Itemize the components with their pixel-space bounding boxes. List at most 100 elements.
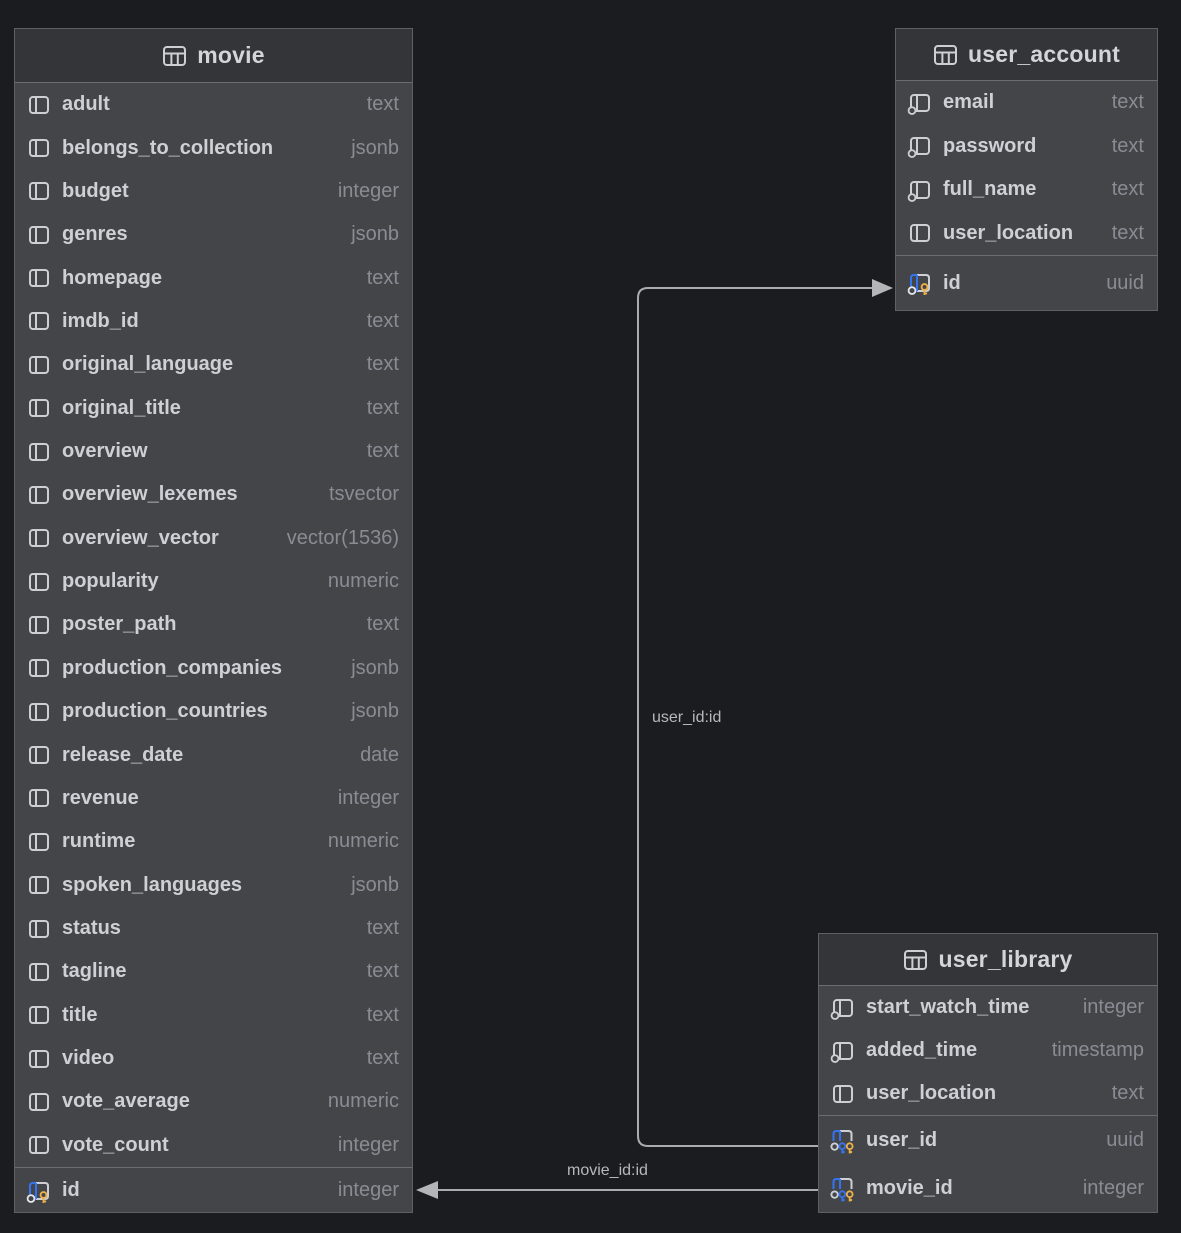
primary-key-icon (907, 270, 933, 296)
column-type: uuid (1106, 1128, 1144, 1151)
primary-key-icon (26, 1178, 52, 1204)
column-icon (26, 742, 52, 768)
column-type: numeric (327, 570, 399, 593)
column-name: title (62, 1003, 98, 1026)
column-icon (26, 135, 52, 161)
column-icon (26, 222, 52, 248)
column-type: text (1111, 91, 1144, 114)
column-type: text (366, 353, 399, 376)
column-row-belongs_to_collection[interactable]: belongs_to_collection jsonb (15, 126, 412, 169)
relation-label: user_id:id (652, 709, 722, 726)
column-name: spoken_languages (62, 873, 243, 896)
table-header[interactable]: user_library (819, 934, 1157, 986)
column-icon (26, 395, 52, 421)
column-type: text (1111, 178, 1144, 201)
column-icon (26, 265, 52, 291)
column-icon (26, 525, 52, 551)
column-type: integer (1082, 996, 1144, 1018)
table-icon (903, 948, 928, 972)
column-name: belongs_to_collection (62, 136, 274, 159)
column-type: numeric (327, 1090, 399, 1113)
column-name: user_location (943, 221, 1074, 244)
column-name: imdb_id (62, 309, 139, 332)
column-icon (26, 829, 52, 855)
column-name: genres (62, 223, 128, 246)
column-indexed-icon (830, 995, 856, 1021)
relation-edge-movie-id-to-movie[interactable] (416, 1181, 818, 1199)
column-icon (26, 655, 52, 681)
column-type: jsonb (351, 136, 399, 159)
column-icon (26, 439, 52, 465)
table-header[interactable]: user_account (896, 29, 1157, 81)
column-name: popularity (62, 570, 159, 593)
table-header[interactable]: movie (15, 29, 412, 83)
table-icon (933, 43, 958, 67)
column-icon (830, 1081, 856, 1107)
column-type: tsvector (328, 483, 399, 506)
column-icon (26, 872, 52, 898)
column-indexed-icon (907, 90, 933, 116)
table-title: user_library (938, 946, 1073, 972)
column-type: integer (337, 1179, 399, 1201)
column-name: adult (62, 93, 110, 116)
column-icon (26, 1132, 52, 1158)
column-name: password (943, 134, 1037, 157)
column-name: movie_id (866, 1176, 953, 1199)
column-row-original_language[interactable]: original_language text (15, 343, 412, 386)
column-row-email[interactable]: email text (896, 81, 1157, 125)
table-node-movie[interactable]: movie adult text belongs_to_collection json… (14, 28, 413, 1213)
column-type: text (366, 93, 399, 116)
column-name: runtime (62, 830, 136, 853)
column-icon (26, 569, 52, 595)
table-columns: adult text belongs_to_collection jsonb budge… (15, 83, 412, 1167)
column-icon (907, 220, 933, 246)
column-indexed-icon (830, 1038, 856, 1064)
relation-edge-user-id-to-user-account[interactable] (637, 279, 893, 1147)
column-name: release_date (62, 743, 184, 766)
column-row-adult[interactable]: adult text (15, 83, 412, 126)
column-row-popularity[interactable]: popularity numeric (15, 560, 412, 603)
column-name: original_language (62, 353, 234, 376)
column-name: email (943, 91, 995, 114)
column-type: text (366, 266, 399, 289)
column-name: id (943, 271, 961, 294)
column-name: poster_path (62, 613, 177, 636)
